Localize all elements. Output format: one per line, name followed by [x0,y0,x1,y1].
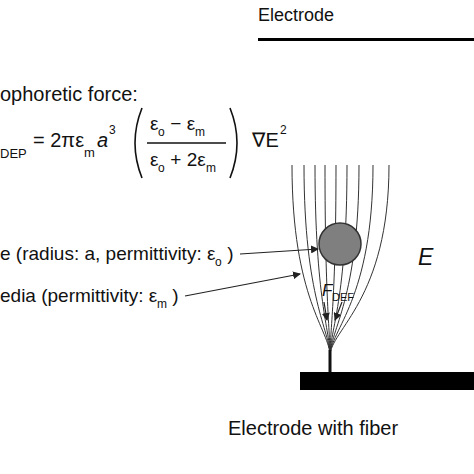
particle [319,223,361,265]
particle-label: ) [222,244,234,263]
subscript: o [158,162,165,174]
leader-arrow [240,249,318,254]
equation-part: ε [150,114,158,133]
subscript: m [157,298,167,310]
subscript: m [195,126,205,138]
field-line [292,165,330,356]
force-symbol: F [322,282,332,299]
fraction-bar [147,142,226,143]
subscript: m [206,162,216,174]
right-parenthesis [230,108,237,178]
subscript: o [215,256,222,268]
field-symbol: E [418,246,433,269]
force-arrow [324,302,327,320]
superscript: 3 [109,124,116,136]
equation-part: = 2πε [33,130,84,150]
equation-part: − ε [165,114,195,133]
fiber [329,350,332,373]
superscript: 2 [280,124,287,136]
leader-arrow [185,274,300,296]
electrode: Electrode [258,0,474,42]
force-arrow [335,302,342,320]
subscript: DEP [0,147,27,160]
subscript: m [84,146,95,159]
particle-label: e (radius: a, permittivity: ε [0,244,215,263]
electrode-label: Electrode [258,6,334,24]
equation-part: ∇E [252,130,279,150]
electrode-plate [300,372,474,390]
equation-part: + 2ε [165,150,206,169]
electrode-label: Electrode with fiber [228,418,398,438]
electrode: Electrode with fiber [300,372,474,390]
medium-label: ) [167,286,179,305]
field-lines [292,165,389,356]
heading-fragment: ophoretic force: [0,84,138,104]
subscript: o [158,126,165,138]
left-parenthesis [135,108,142,178]
equation-part: ε [150,150,158,169]
subscript: DEF [332,292,354,303]
electrode-plate [258,38,474,41]
medium-label: edia (permittivity: ε [0,286,157,305]
equation-part: a [97,130,108,150]
